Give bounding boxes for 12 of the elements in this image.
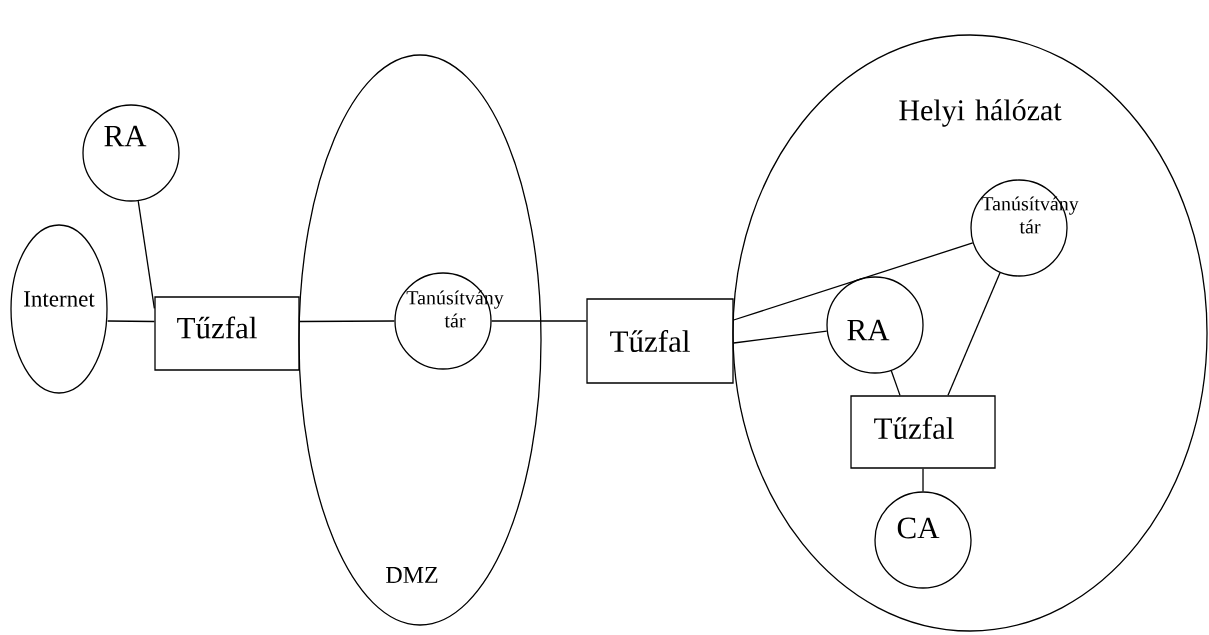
firewall-box: Tűzfal <box>154 296 300 371</box>
connector-line <box>107 320 155 323</box>
connector-line <box>491 320 587 322</box>
connector-line <box>922 468 924 492</box>
connector-line <box>733 330 828 344</box>
connector-line <box>137 200 155 309</box>
connector-line <box>733 242 974 321</box>
connector-line <box>299 320 395 323</box>
connector-line <box>947 272 1001 396</box>
firewall-box: Tűzfal <box>850 395 996 469</box>
firewall-box: Tűzfal <box>586 298 734 384</box>
connector-line <box>890 370 901 396</box>
